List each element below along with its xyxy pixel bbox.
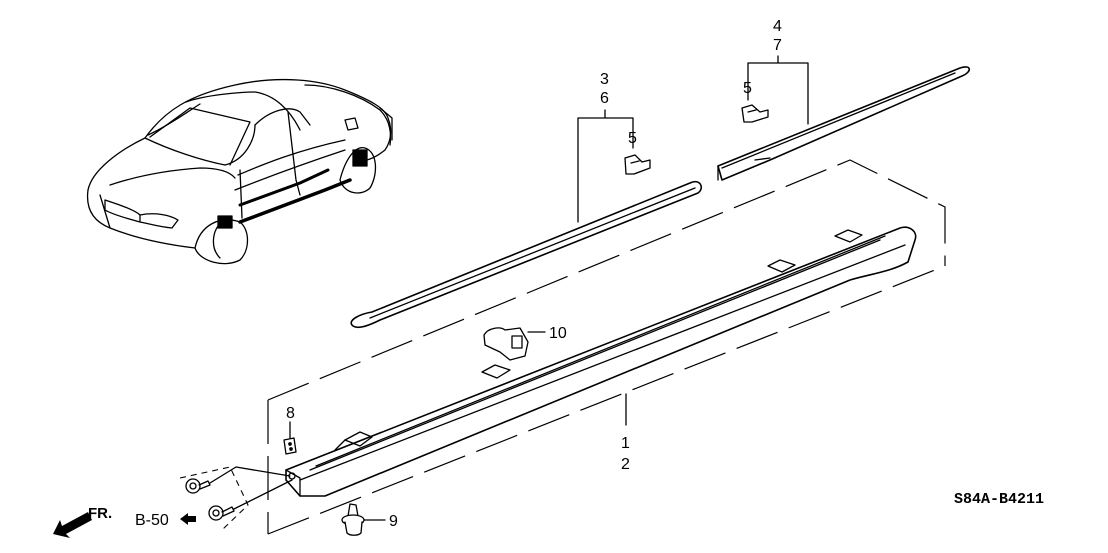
- front-arrow-icon: [53, 512, 92, 538]
- screw-upper: [185, 478, 211, 494]
- callout-5-lower: 5: [628, 130, 637, 147]
- molding-clip-lower: [624, 154, 651, 175]
- screw-lower: [208, 505, 235, 521]
- garnish-nut: [283, 437, 297, 455]
- callout-1: 1: [621, 435, 630, 452]
- callout-5-upper: 5: [743, 80, 752, 97]
- screw-leader-lines: [209, 466, 293, 510]
- front-door-molding: [350, 180, 702, 328]
- callout-6: 6: [600, 90, 609, 107]
- callout-3: 3: [600, 71, 609, 88]
- front-label: FR.: [88, 505, 112, 522]
- callout-7: 7: [773, 37, 782, 54]
- diagram-code: S84A-B4211: [954, 491, 1044, 508]
- rear-door-molding: [717, 66, 971, 181]
- molding-clip-upper: [741, 104, 769, 123]
- callout-4: 4: [773, 18, 782, 35]
- front-direction-indicator: FR.: [53, 505, 112, 538]
- callout-10: 10: [549, 325, 567, 342]
- cross-reference: B-50: [135, 512, 196, 529]
- callout-8: 8: [286, 405, 295, 422]
- garnish-clip: [483, 327, 529, 361]
- reference-label[interactable]: B-50: [135, 512, 169, 529]
- callout-labels: 1 2 3 6 5 4 7 5 8 9 10: [286, 18, 782, 530]
- callout-2: 2: [621, 456, 630, 473]
- leader-lines: [289, 55, 809, 521]
- push-clip: [341, 503, 365, 536]
- vehicle-overview-illustration: [86, 78, 393, 265]
- assembly-boundary: [267, 159, 946, 535]
- callout-9: 9: [389, 513, 398, 530]
- side-sill-garnish: [285, 226, 917, 497]
- reference-arrow-icon: [180, 513, 196, 525]
- screw-group-boundary: [179, 466, 249, 531]
